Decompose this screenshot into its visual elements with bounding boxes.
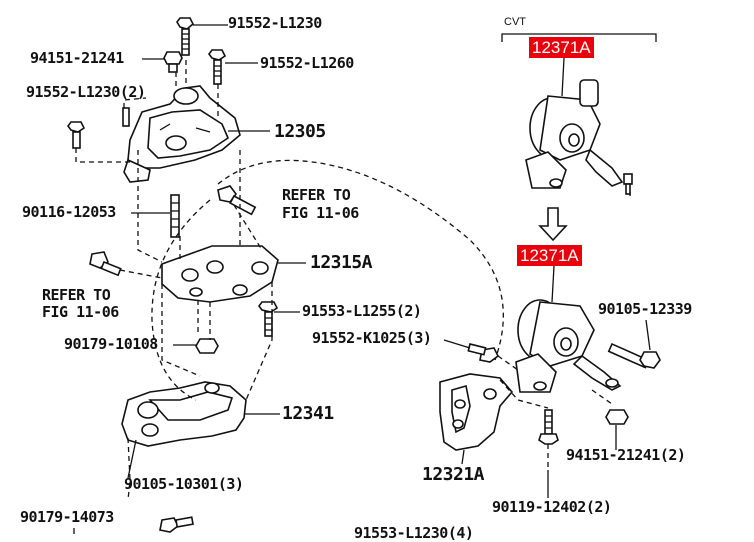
label-91552-K1025-3: 91552-K1025(3): [312, 329, 432, 347]
bolt-91552-L1230-icon: [176, 17, 194, 56]
bolt-refer-fig-2-icon: [89, 251, 122, 277]
nut-94151-21241-2-icon: [605, 409, 629, 425]
label-12371A-bottom: 12371A: [517, 245, 582, 266]
label-94151-21241: 94151-21241: [30, 49, 124, 67]
label-91552-L1230-2: 91552-L1230(2): [26, 83, 146, 101]
bolt-91552-L1230-2-icon: [67, 107, 130, 149]
bolt-90105-12339-icon: [607, 342, 661, 369]
label-refer-to-2: REFER TO: [42, 286, 111, 304]
label-90116-12053: 90116-12053: [22, 203, 116, 221]
bracket-12341-icon: [121, 381, 247, 447]
label-90105-10301-3: 90105-10301(3): [124, 475, 244, 493]
mount-12371A-bottom-icon: [515, 299, 622, 393]
label-12321A: 12321A: [422, 464, 485, 485]
label-12305: 12305: [274, 121, 326, 142]
bolt-91552-K1025-icon: [467, 343, 500, 363]
label-90179-14073: 90179-14073: [20, 508, 114, 526]
nut-94151-21241-icon: [163, 51, 183, 73]
label-90105-12339: 90105-12339: [598, 300, 692, 318]
label-91553-L1255-2: 91553-L1255(2): [302, 302, 422, 320]
label-12315A: 12315A: [310, 252, 373, 273]
label-91552-L1230: 91552-L1230: [228, 14, 322, 32]
bolt-refer-fig-1-icon: [217, 185, 257, 216]
engine-mount-12305-icon: [123, 85, 241, 183]
stud-90116-12053-icon: [170, 194, 180, 238]
mount-12371A-top-icon: [525, 79, 633, 195]
bolt-91552-L1260-icon: [208, 49, 227, 85]
label-12371A-top: 12371A: [529, 37, 594, 58]
arrow-down-icon: [538, 207, 568, 242]
bolt-90119-12402-icon: [538, 409, 559, 445]
label-12341: 12341: [282, 403, 334, 424]
label-fig-11-06-2: FIG 11-06: [42, 303, 119, 321]
bolt-91553-L1230-icon: [159, 516, 194, 533]
cvt-label: CVT: [504, 16, 526, 28]
label-94151-21241-2: 94151-21241(2): [566, 446, 686, 464]
label-91552-L1260: 91552-L1260: [260, 54, 354, 72]
label-90179-10108: 90179-10108: [64, 335, 158, 353]
bracket-12315A-icon: [161, 245, 279, 303]
label-fig-11-06-1: FIG 11-06: [282, 204, 359, 222]
nut-90179-10108-icon: [195, 338, 219, 354]
label-90119-12402-2: 90119-12402(2): [492, 498, 612, 516]
bracket-12321A-icon: [439, 373, 514, 451]
bolt-91553-L1255-icon: [258, 301, 279, 337]
label-refer-to-1: REFER TO: [282, 186, 351, 204]
